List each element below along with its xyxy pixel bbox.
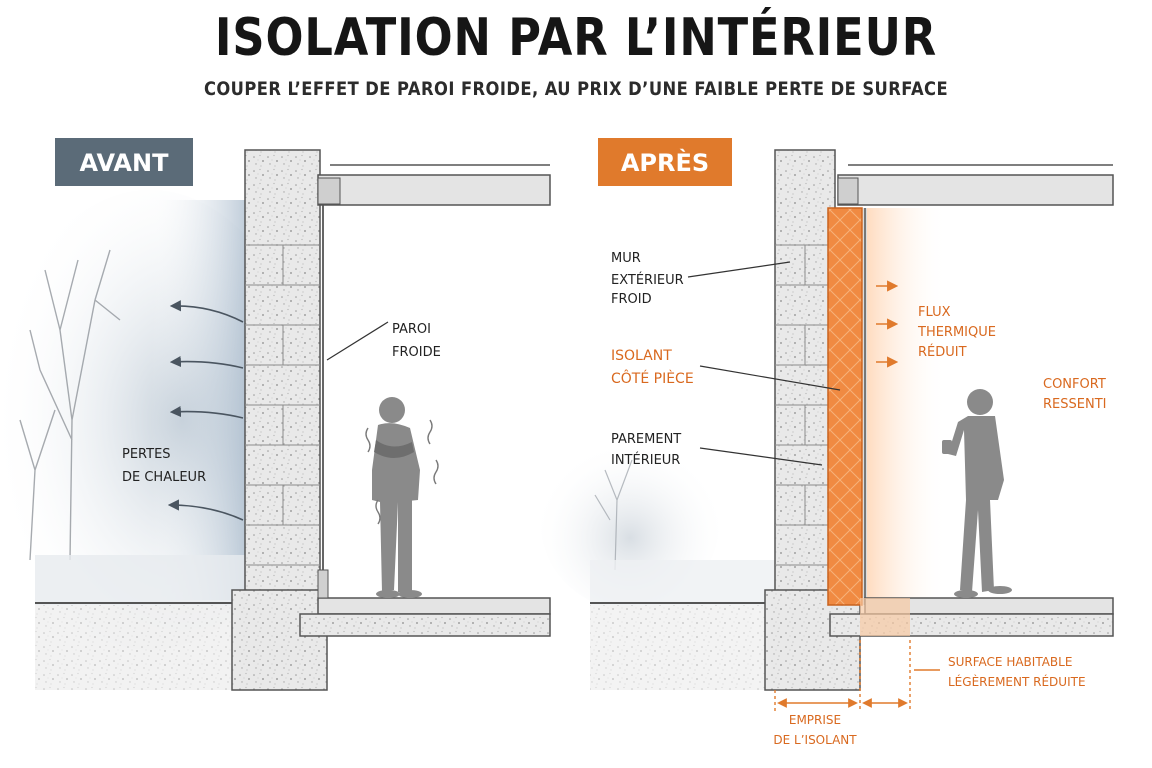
apres-panel bbox=[540, 149, 1114, 712]
svg-text:CÔTÉ PIÈCE: CÔTÉ PIÈCE bbox=[611, 369, 694, 387]
confort-label: CONFORT RESSENTI bbox=[1043, 377, 1106, 412]
svg-text:ISOLANT: ISOLANT bbox=[611, 348, 672, 364]
svg-text:INTÉRIEUR: INTÉRIEUR bbox=[611, 452, 680, 468]
page-subtitle: COUPER L’EFFET DE PAROI FROIDE, AU PRIX … bbox=[203, 78, 949, 100]
flux-label: FLUX THERMIQUE RÉDUIT bbox=[917, 305, 996, 360]
exterior-wall bbox=[774, 149, 836, 606]
reduced-flux-arrows bbox=[876, 280, 899, 368]
svg-text:APRÈS: APRÈS bbox=[621, 148, 709, 177]
svg-text:PAREMENT: PAREMENT bbox=[611, 432, 681, 447]
lost-surface-area bbox=[860, 598, 910, 636]
svg-text:CONFORT: CONFORT bbox=[1043, 377, 1106, 392]
dimension-lines bbox=[774, 640, 940, 712]
isolant-label: ISOLANT CÔTÉ PIÈCE bbox=[611, 348, 694, 387]
svg-text:RESSENTI: RESSENTI bbox=[1043, 397, 1106, 412]
surface-label: SURFACE HABITABLE LÉGÈREMENT RÉDUITE bbox=[948, 655, 1086, 689]
heat-loss-arrows bbox=[167, 300, 244, 521]
mur-exterieur-label: MUR EXTÉRIEUR FROID bbox=[611, 251, 684, 307]
page-title: ISOLATION PAR L’INTÉRIEUR bbox=[214, 8, 938, 68]
svg-text:MUR: MUR bbox=[611, 251, 641, 266]
svg-text:FROID: FROID bbox=[611, 292, 652, 307]
shiver-lines bbox=[365, 419, 439, 525]
pertes-chaleur-label: PERTES DE CHALEUR bbox=[122, 447, 206, 485]
exterior-wall bbox=[244, 149, 321, 606]
parement-label: PAREMENT INTÉRIEUR bbox=[611, 432, 681, 468]
svg-text:AVANT: AVANT bbox=[80, 149, 170, 177]
svg-text:FROIDE: FROIDE bbox=[392, 345, 441, 360]
svg-text:DE L’ISOLANT: DE L’ISOLANT bbox=[773, 733, 857, 747]
comfortable-person-icon bbox=[942, 389, 1012, 598]
avant-panel bbox=[0, 149, 551, 691]
insulation-layer bbox=[827, 207, 863, 606]
bare-tree-icon bbox=[594, 459, 633, 571]
svg-text:PAROI: PAROI bbox=[392, 322, 431, 337]
svg-text:THERMIQUE: THERMIQUE bbox=[917, 325, 996, 340]
paroi-froide-label: PAROI FROIDE bbox=[392, 322, 441, 360]
svg-text:SURFACE HABITABLE: SURFACE HABITABLE bbox=[948, 655, 1072, 669]
svg-text:EXTÉRIEUR: EXTÉRIEUR bbox=[611, 272, 684, 288]
svg-text:EMPRISE: EMPRISE bbox=[789, 713, 841, 727]
cold-person-icon bbox=[372, 397, 422, 598]
svg-text:DE CHALEUR: DE CHALEUR bbox=[122, 470, 206, 485]
svg-text:LÉGÈREMENT RÉDUITE: LÉGÈREMENT RÉDUITE bbox=[948, 674, 1086, 689]
svg-text:PERTES: PERTES bbox=[122, 447, 171, 462]
apres-tag: APRÈS bbox=[598, 138, 732, 186]
svg-text:FLUX: FLUX bbox=[918, 305, 951, 320]
emprise-label: EMPRISE DE L’ISOLANT bbox=[773, 713, 857, 747]
svg-text:RÉDUIT: RÉDUIT bbox=[918, 344, 967, 360]
avant-tag: AVANT bbox=[55, 138, 193, 186]
bare-tree-icon bbox=[19, 249, 121, 561]
warm-zone bbox=[867, 208, 947, 600]
